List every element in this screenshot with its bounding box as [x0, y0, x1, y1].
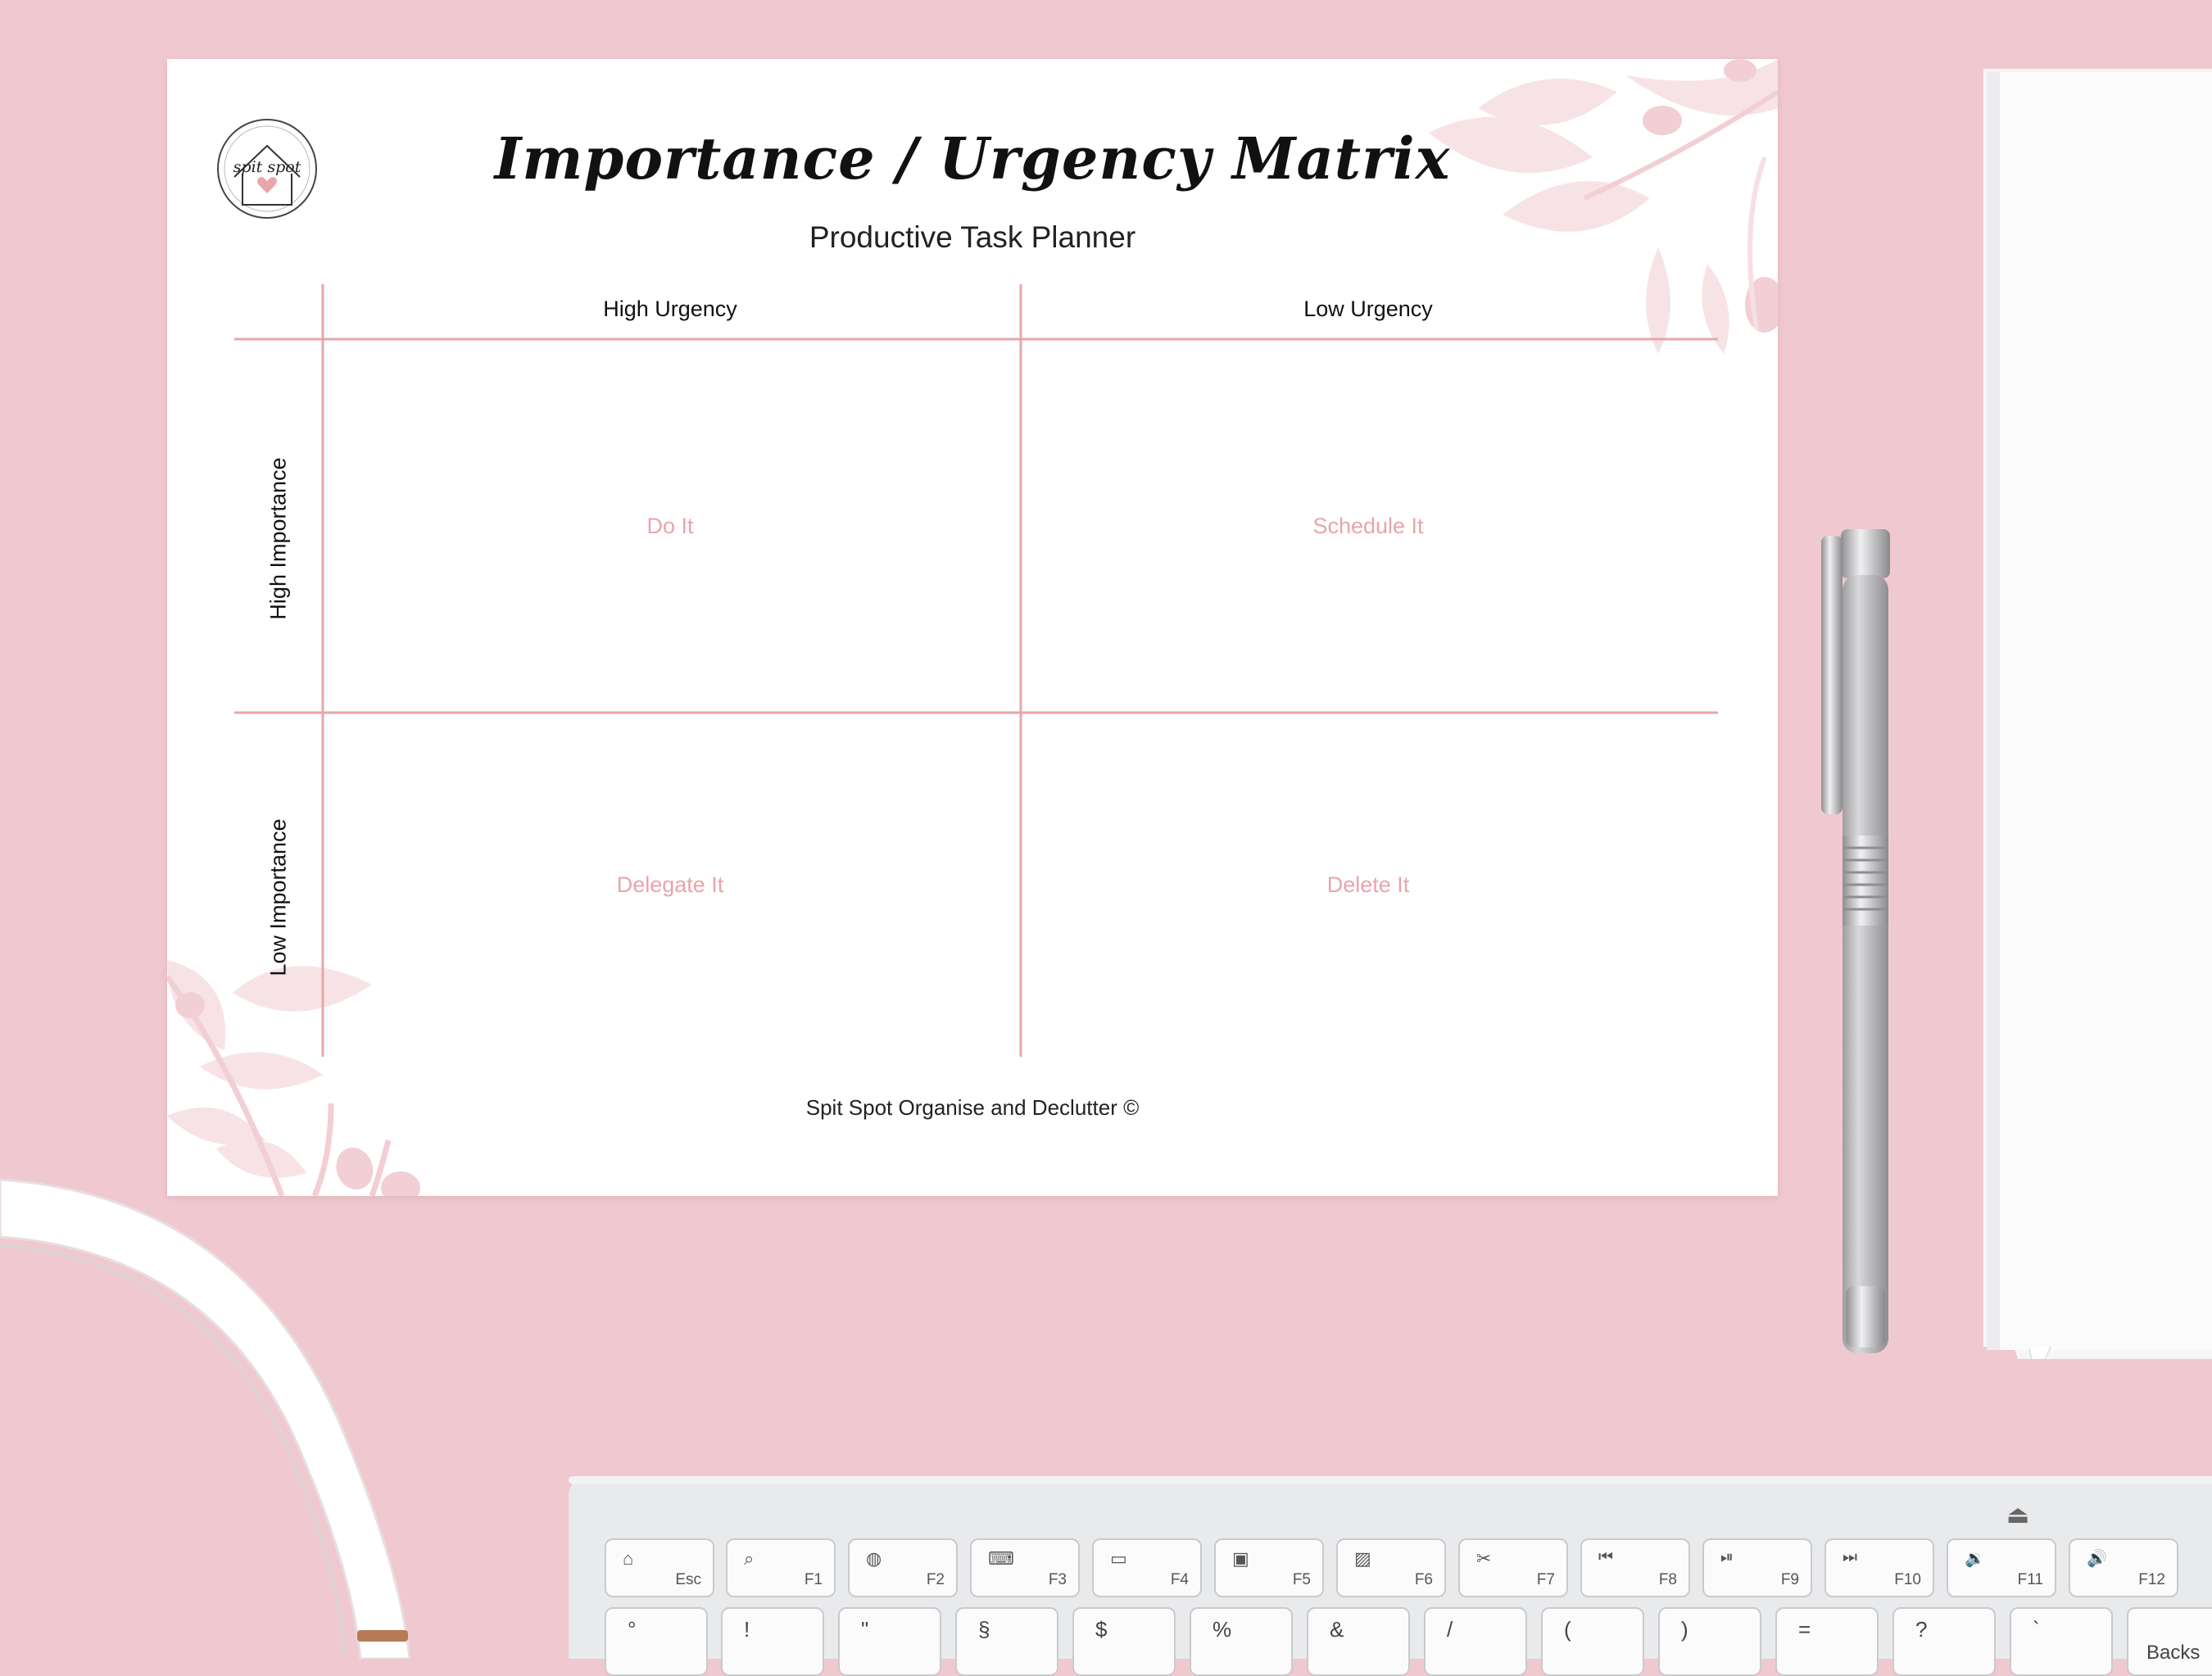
key-f8-label: F8 — [1658, 1571, 1677, 1588]
document-icon: ▭ — [1110, 1548, 1127, 1569]
key-f9[interactable]: ⏯ F9 — [1702, 1538, 1812, 1597]
headphones — [0, 1163, 459, 1660]
key-label: § — [978, 1617, 990, 1642]
key[interactable]: = — [1775, 1607, 1879, 1676]
quadrant-delegate-it: Delegate It — [616, 872, 724, 897]
matrix-grid — [234, 284, 1718, 1057]
key-f6-label: F6 — [1414, 1571, 1433, 1588]
key[interactable]: ( — [1541, 1607, 1644, 1676]
key-f9-label: F9 — [1780, 1571, 1799, 1588]
key-f11-label: F11 — [2017, 1571, 2043, 1588]
key-f10-label: F10 — [1894, 1571, 1921, 1588]
key-label: " — [861, 1617, 869, 1642]
previous-track-icon: ⏮ — [1598, 1548, 1613, 1566]
leaf-decoration-bottom-left — [167, 960, 420, 1196]
key[interactable]: ° — [605, 1607, 708, 1676]
key-label: & — [1330, 1617, 1344, 1642]
key[interactable]: ? — [1892, 1607, 1996, 1676]
key-f11[interactable]: 🔉 F11 — [1947, 1538, 2056, 1597]
key-label: $ — [1095, 1617, 1108, 1642]
key[interactable]: $ — [1072, 1607, 1176, 1676]
key[interactable]: & — [1307, 1607, 1410, 1676]
quadrant-do-it: Do It — [646, 514, 694, 538]
key-label: = — [1798, 1617, 1811, 1642]
volume-up-icon: 🔊 — [2087, 1550, 2107, 1568]
svg-text:spit spot: spit spot — [233, 158, 301, 176]
key-label: ( — [1564, 1617, 1571, 1642]
key-f12-label: F12 — [2138, 1571, 2165, 1588]
keyboard-icon: ⌨ — [988, 1548, 1014, 1569]
key-f7[interactable]: ✂ F7 — [1458, 1538, 1568, 1597]
key-f1-label: F1 — [804, 1571, 823, 1588]
leaf-decoration-top-right — [1429, 59, 1778, 354]
key[interactable]: ) — [1658, 1607, 1761, 1676]
key-f7-label: F7 — [1536, 1571, 1555, 1588]
key-esc[interactable]: ⌂ Esc — [605, 1538, 714, 1597]
notebook — [1979, 69, 2212, 1383]
play-pause-icon: ⏯ — [1720, 1548, 1734, 1566]
row-header-low-importance: Low Importance — [265, 818, 291, 976]
volume-down-icon: 🔉 — [1965, 1550, 1985, 1568]
globe-icon: ◍ — [866, 1548, 882, 1569]
key-f5-label: F5 — [1292, 1571, 1311, 1588]
row-header-high-importance: High Importance — [265, 457, 291, 620]
home-icon: ⌂ — [623, 1548, 634, 1569]
key-f1[interactable]: ⌕ F1 — [726, 1538, 836, 1597]
key-f3[interactable]: ⌨ F3 — [970, 1538, 1080, 1597]
key[interactable]: " — [838, 1607, 941, 1676]
key[interactable]: % — [1190, 1607, 1293, 1676]
key-f2[interactable]: ◍ F2 — [848, 1538, 958, 1597]
column-header-low-urgency: Low Urgency — [1303, 297, 1433, 321]
search-icon: ⌕ — [744, 1548, 755, 1569]
key-f6[interactable]: ▨ F6 — [1336, 1538, 1446, 1597]
key-label: ° — [628, 1617, 637, 1642]
key-f4-label: F4 — [1170, 1571, 1189, 1588]
key[interactable]: / — [1424, 1607, 1527, 1676]
key-f12[interactable]: 🔊 F12 — [2069, 1538, 2178, 1597]
column-header-high-urgency: High Urgency — [603, 297, 737, 321]
key-f4[interactable]: ▭ F4 — [1092, 1538, 1202, 1597]
key[interactable]: ! — [721, 1607, 824, 1676]
spit-spot-logo: spit spot — [215, 116, 320, 221]
key[interactable]: ` — [2010, 1607, 2113, 1676]
pen — [1815, 524, 1913, 1360]
key[interactable]: § — [955, 1607, 1058, 1676]
key-f10[interactable]: ⏭ F10 — [1824, 1538, 1934, 1597]
key-label: ! — [744, 1617, 750, 1642]
key-label: ) — [1681, 1617, 1688, 1642]
key-label: ? — [1915, 1617, 1928, 1642]
page-footer: Spit Spot Organise and Declutter © — [805, 1095, 1140, 1120]
next-track-icon: ⏭ — [1843, 1548, 1857, 1566]
keyboard: ⌂ Esc ⌕ F1 ◍ F2 ⌨ F3 ▭ F4 ▣ F5 — [569, 1476, 2212, 1676]
screenshot-icon: ▣ — [1232, 1548, 1249, 1569]
key-label: / — [1447, 1617, 1453, 1642]
scissors-icon: ✂ — [1476, 1548, 1492, 1569]
key-f2-label: F2 — [926, 1571, 945, 1588]
key-label: Backs — [2146, 1642, 2201, 1664]
quadrant-schedule-it: Schedule It — [1312, 514, 1424, 538]
planner-sheet: spit spot Importance / Urgency Matrix Pr… — [167, 59, 1778, 1196]
key-f5[interactable]: ▣ F5 — [1214, 1538, 1324, 1597]
key-f8[interactable]: ⏮ F8 — [1580, 1538, 1690, 1597]
quadrant-delete-it: Delete It — [1326, 872, 1410, 897]
page-title: Importance / Urgency Matrix — [494, 125, 1451, 193]
eject-icon: ⏏ — [2006, 1502, 2030, 1529]
key-label: ` — [2033, 1617, 2040, 1642]
page-subtitle: Productive Task Planner — [809, 220, 1136, 254]
key-backspace[interactable]: Backs — [2127, 1607, 2212, 1676]
key-esc-label: Esc — [675, 1571, 701, 1588]
key-f3-label: F3 — [1048, 1571, 1067, 1588]
key-label: % — [1213, 1617, 1232, 1642]
image-icon: ▨ — [1354, 1548, 1371, 1569]
